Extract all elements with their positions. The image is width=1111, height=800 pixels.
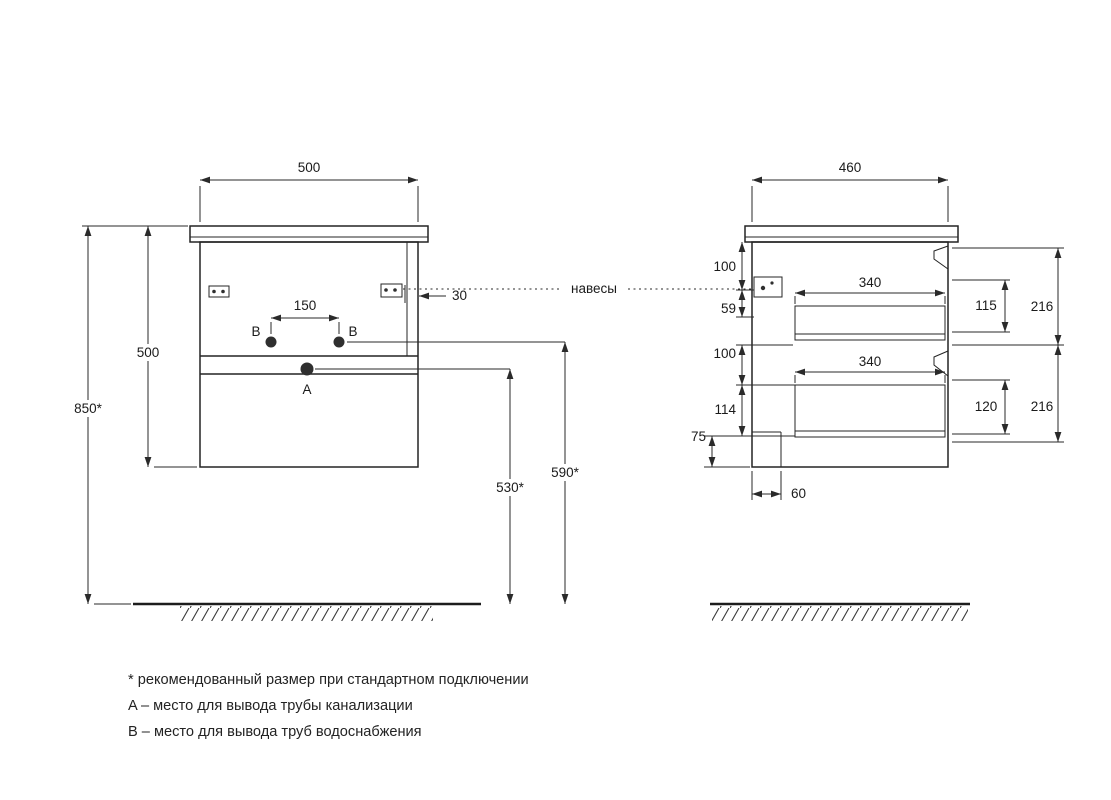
dim-drawer-top-front: 216 bbox=[1031, 299, 1054, 314]
dim-hinge-offset: 30 bbox=[452, 288, 467, 303]
dim-back-offset: 60 bbox=[791, 486, 806, 501]
countertop-side bbox=[744, 225, 959, 243]
front-view bbox=[189, 225, 429, 468]
dim-drawer-bottom-depth: 340 bbox=[859, 354, 882, 369]
cabinet-body-side bbox=[751, 241, 949, 468]
dim-lower-gap: 114 bbox=[714, 402, 736, 417]
hangers-leader: навесы bbox=[403, 281, 754, 296]
dim-top-gap: 100 bbox=[713, 259, 736, 274]
note-point-b: B – место для вывода труб водоснабжения bbox=[128, 724, 422, 740]
hinge-left-screw bbox=[212, 289, 216, 294]
note-point-a: A – место для вывода трубы канализации bbox=[128, 698, 413, 714]
legend: * рекомендованный размер при стандартном… bbox=[128, 667, 529, 745]
dim-drawer-top-depth: 340 bbox=[859, 275, 882, 290]
hinge-left-screw bbox=[221, 289, 225, 294]
side-dimensions: 460 100 59 100 114 75 340 340 115 216 12… bbox=[691, 160, 1064, 501]
hinge-left bbox=[208, 285, 230, 298]
dim-front-width: 500 bbox=[298, 160, 321, 175]
floor-hatch-left bbox=[180, 606, 433, 621]
floor-hatch-right bbox=[712, 606, 968, 621]
drawer-bottom-profile bbox=[794, 384, 946, 438]
dim-total-height: 850* bbox=[74, 401, 103, 416]
dim-front-height: 500 bbox=[137, 345, 160, 360]
dim-mid-gap: 100 bbox=[713, 346, 736, 361]
hinge-right-screw bbox=[384, 288, 388, 292]
side-view bbox=[744, 225, 959, 468]
hinge-right bbox=[380, 283, 403, 298]
point-a-marker bbox=[300, 362, 314, 376]
dim-drain-height: 530* bbox=[496, 480, 525, 495]
dim-b-spacing: 150 bbox=[294, 298, 317, 313]
dim-supply-height: 590* bbox=[551, 465, 580, 480]
dim-hanger: 59 bbox=[721, 301, 736, 316]
drawer-top-profile bbox=[794, 305, 946, 341]
point-a-label: A bbox=[302, 382, 311, 397]
cabinet-body-front bbox=[199, 241, 419, 468]
wall-hanger-bracket bbox=[753, 276, 783, 298]
countertop-front bbox=[189, 225, 429, 243]
dim-drawer-bottom-inner: 120 bbox=[975, 399, 998, 414]
hanger-dot bbox=[760, 285, 766, 291]
dim-depth: 460 bbox=[839, 160, 862, 175]
dim-drawer-bottom-front: 216 bbox=[1031, 399, 1054, 414]
point-b-right-label: B bbox=[348, 324, 357, 339]
front-dimensions: 500 500 850* 30 150 B B A 590* 530* bbox=[64, 160, 586, 605]
dim-bottom: 75 bbox=[691, 429, 706, 444]
point-b-left-label: B bbox=[251, 324, 260, 339]
hangers-label: навесы bbox=[571, 281, 617, 296]
hanger-dot bbox=[770, 281, 774, 285]
hinge-right-screw bbox=[393, 288, 397, 292]
dim-drawer-top-inner: 115 bbox=[975, 298, 997, 313]
floor bbox=[133, 602, 970, 621]
handle-notch-top bbox=[933, 245, 949, 270]
point-b-left-marker bbox=[265, 336, 277, 348]
point-b-right-marker bbox=[333, 336, 345, 348]
note-recommended: * рекомендованный размер при стандартном… bbox=[128, 672, 529, 688]
